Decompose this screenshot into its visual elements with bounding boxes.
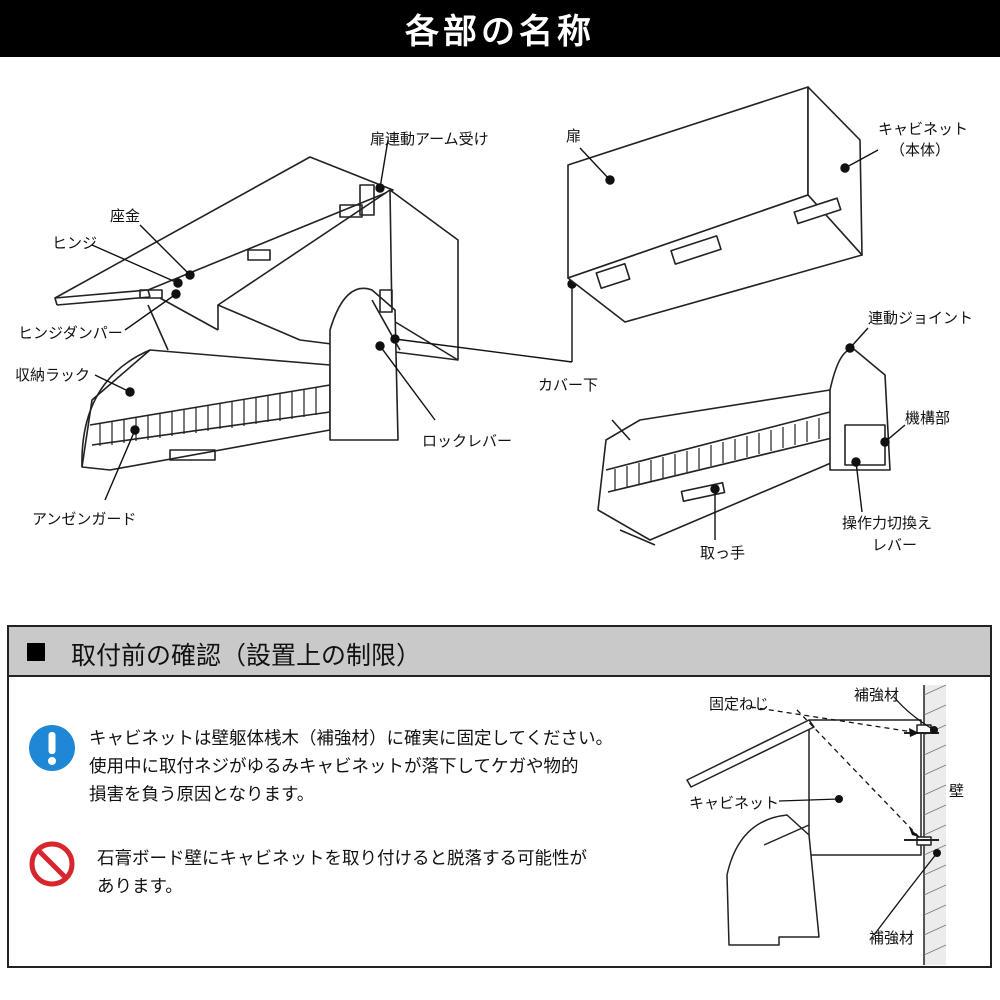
- parts-illustration: [54, 86, 906, 546]
- parts-diagram: 扉連動アーム受け 座金 ヒンジ ヒンジダンパー 収納ラック アンゼンガード ロッ…: [0, 57, 1000, 617]
- square-bullet-icon: [27, 643, 45, 661]
- exclamation-icon: [27, 723, 77, 777]
- label-hinge-damper: ヒンジダンパー: [18, 324, 123, 342]
- left-mechanism-plate: [329, 287, 399, 441]
- left-door-panel: [54, 156, 394, 299]
- warning-line-2: 使用中に取付ネジがゆるみキャビネットが落下してケガや物的: [89, 757, 579, 777]
- prohibited-icon: [27, 839, 77, 893]
- label-cabinet: キャビネット: [878, 120, 969, 138]
- warning-text: キャビネットは壁躯体桟木（補強材）に確実に固定してください。 使用中に取付ネジが…: [89, 725, 613, 809]
- warning-line-3: 損害を負う原因となります。: [89, 785, 315, 805]
- prohibit-line-2: あります。: [97, 877, 183, 897]
- section-title: 取付前の確認（設置上の制限）: [71, 641, 422, 670]
- warning-line-1: キャビネットは壁躯体桟木（補強材）に確実に固定してください。: [89, 729, 613, 749]
- label-anzen-guard: アンゼンガード: [32, 510, 137, 528]
- label-switch-lever-1: 操作力切換え: [842, 514, 933, 532]
- label-reinforce-top: 補強材: [854, 686, 900, 704]
- page-title: 各部の名称: [405, 12, 595, 52]
- prohibit-text: 石膏ボード壁にキャビネットを取り付けると脱落する可能性が あります。: [97, 845, 587, 901]
- label-tobira-arm: 扉連動アーム受け: [370, 130, 489, 148]
- label-joint: 連動ジョイント: [868, 309, 974, 327]
- label-kikou: 機構部: [905, 409, 951, 427]
- wall-install-diagram: [686, 684, 947, 965]
- label-lock-lever: ロックレバー: [422, 432, 513, 450]
- label-zagane: 座金: [110, 207, 141, 225]
- label-tobira: 扉: [566, 127, 582, 145]
- label-screw: 固定ねじ: [709, 695, 770, 713]
- header-bar: 各部の名称: [0, 0, 1000, 57]
- label-wall: 壁: [949, 782, 965, 800]
- label-switch-lever-2: レバー: [872, 536, 918, 554]
- prohibit-line-1: 石膏ボード壁にキャビネットを取り付けると脱落する可能性が: [97, 849, 587, 869]
- label-cover: カバー下: [538, 376, 599, 394]
- section-header: 取付前の確認（設置上の制限）: [9, 627, 990, 677]
- label-hinge: ヒンジ: [52, 234, 98, 252]
- label-rack: 収納ラック: [15, 366, 91, 384]
- check-section: 取付前の確認（設置上の制限） キャビネットは壁躯体桟木（補強材）に確実に固定して…: [7, 625, 992, 968]
- wall-cabinet-body: [808, 719, 922, 856]
- label-cabinet-sub: （本体）: [890, 141, 951, 159]
- label-handle: 取っ手: [700, 544, 746, 562]
- label-reinforce-bottom: 補強材: [869, 929, 915, 947]
- label-wall-cabinet: キャビネット: [689, 794, 780, 812]
